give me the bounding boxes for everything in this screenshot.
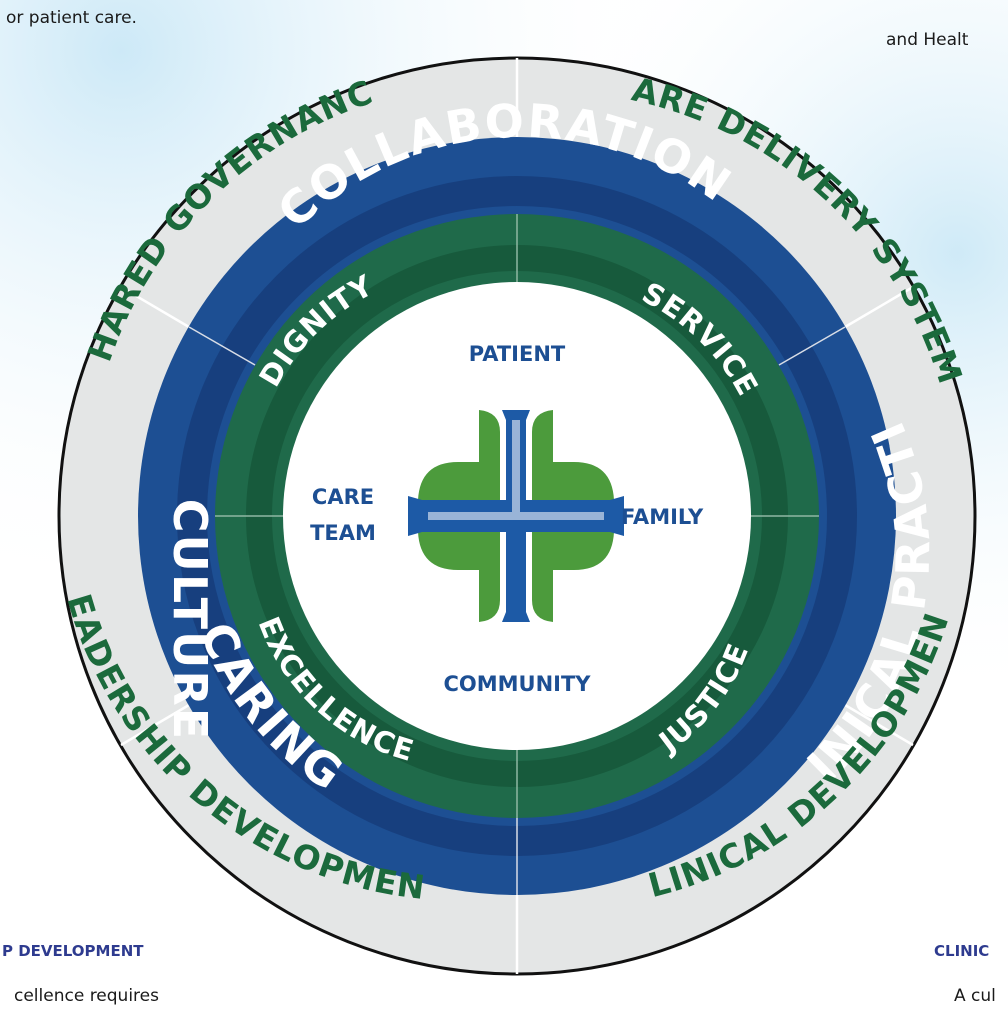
center-label-community: COMMUNITY (443, 672, 591, 696)
middle-ring-dividers (188, 326, 846, 895)
leadership-development-body: cellence requires (14, 986, 159, 1006)
clinical-development-body: A cul (954, 986, 996, 1006)
top-left-caption: or patient care. (6, 8, 137, 28)
center-label-family: FAMILY (621, 505, 704, 529)
cross-logo-icon (408, 410, 624, 622)
leadership-development-heading: P DEVELOPMENT (2, 942, 144, 960)
center-label-team: TEAM (310, 521, 376, 545)
middle-ring-label-culture: CULTURE (163, 499, 217, 741)
center-label-care: CARE (312, 485, 374, 509)
inner-ring-dividers (215, 214, 819, 818)
center-label-patient: PATIENT (469, 342, 566, 366)
top-right-caption: and Healt (886, 30, 969, 50)
clinical-development-heading: CLINIC (934, 942, 990, 960)
outer-ring-dividers (120, 58, 914, 974)
